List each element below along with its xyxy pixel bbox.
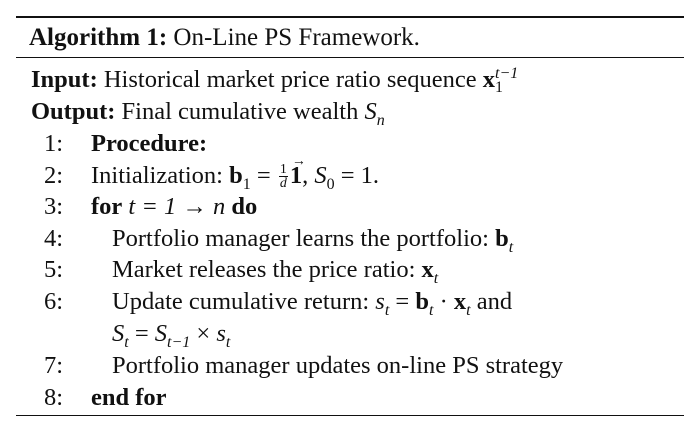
input-line: Input: Historical market price ratio seq…: [16, 64, 684, 96]
s-symbol: s: [375, 287, 385, 315]
and-text: and: [476, 287, 513, 315]
bottom-rule: [16, 415, 684, 416]
S-prev-symbol: S: [154, 320, 168, 347]
step-text: Portfolio manager learns the portfolio:: [112, 224, 489, 252]
line-content: for t = 1 → n do: [91, 191, 257, 223]
step-text: Update cumulative return:: [112, 287, 370, 315]
x-sub: t: [466, 301, 471, 319]
vector-arrow-icon: →: [291, 153, 306, 169]
s-sub: t: [384, 301, 390, 319]
top-rule: [16, 16, 684, 18]
fraction-denominator: d: [279, 176, 287, 192]
line-number: 4:: [43, 224, 63, 252]
line-number: 2:: [43, 161, 63, 189]
step-text: Portfolio manager updates on-line PS str…: [112, 352, 564, 379]
b-symbol: b: [495, 224, 509, 252]
step-text: Market releases the price ratio:: [112, 256, 416, 283]
line-content: St = St−1 × st: [112, 320, 231, 351]
line-content: Portfolio manager learns the portfolio: …: [112, 223, 513, 255]
line-6-continuation: St = St−1 × st: [16, 317, 684, 350]
input-text: Historical market price ratio sequence: [103, 66, 477, 93]
loop-range: t = 1 → n: [128, 193, 226, 220]
for-keyword: for: [91, 193, 123, 220]
init-tail: = 1.: [334, 161, 380, 189]
ones-vector: →1: [289, 154, 306, 192]
output-text: Final cumulative wealth: [121, 98, 359, 125]
comma: ,: [302, 161, 315, 189]
do-keyword: do: [231, 193, 258, 220]
s-symbol: s: [216, 320, 226, 347]
algorithm-title: Algorithm 1: On-Line PS Framework.: [16, 18, 684, 57]
line-number: 3:: [43, 193, 63, 220]
input-sub: 1: [495, 79, 504, 97]
S-symbol: S: [112, 320, 125, 347]
b-sub: t: [429, 301, 434, 319]
b-symbol: b: [415, 287, 429, 315]
output-line: Output: Final cumulative wealth Sn: [16, 96, 684, 128]
line-content: Portfolio manager updates on-line PS str…: [112, 350, 563, 382]
line-content: end for: [91, 382, 167, 414]
output-sub: n: [376, 111, 385, 129]
line-content: Procedure:: [91, 128, 207, 160]
algorithm-box: Algorithm 1: On-Line PS Framework. Input…: [16, 16, 684, 416]
line-5: 5: Market releases the price ratio: xt: [16, 254, 684, 286]
line-number: 1:: [43, 130, 63, 157]
line-3: 3: for t = 1 → n do: [16, 191, 684, 223]
end-for-keyword: end for: [91, 383, 167, 411]
output-label: Output:: [31, 98, 116, 125]
algorithm-body: Input: Historical market price ratio seq…: [16, 58, 684, 415]
S-prev-sub: t−1: [167, 333, 191, 351]
b-symbol: b: [229, 161, 243, 189]
b-sub: 1: [242, 175, 251, 193]
input-symbol: x: [482, 66, 496, 93]
x-symbol: x: [421, 256, 434, 283]
line-number: 5:: [43, 256, 63, 283]
init-text: Initialization:: [91, 161, 223, 189]
line-8: 8: end for: [16, 382, 684, 416]
algorithm-label: Algorithm 1:: [29, 24, 168, 51]
line-4: 4: Portfolio manager learns the portfoli…: [16, 223, 684, 255]
line-7: 7: Portfolio manager updates on-line PS …: [16, 350, 684, 382]
input-label: Input:: [31, 66, 98, 93]
input-sup: t−1: [495, 65, 519, 83]
x-symbol: x: [453, 287, 467, 315]
algorithm-name: On-Line PS Framework.: [173, 24, 420, 51]
line-6: 6: Update cumulative return: st = bt · x…: [16, 286, 684, 318]
fraction-numerator: 1: [278, 162, 288, 178]
line-content: Market releases the price ratio: xt: [112, 254, 438, 286]
line-number: 6:: [43, 287, 63, 315]
title-rule: [16, 57, 684, 58]
ones-symbol: 1: [289, 161, 303, 189]
S-symbol: S: [314, 161, 327, 189]
eq-sign: =: [250, 161, 277, 189]
line-1: 1: Procedure:: [16, 128, 684, 160]
procedure-keyword: Procedure:: [91, 130, 208, 157]
line-number: 8:: [43, 383, 63, 411]
S-sub: t: [124, 333, 129, 351]
line-content: Update cumulative return: st = bt · xt a…: [112, 287, 513, 319]
b-sub: t: [508, 238, 514, 256]
output-symbol: S: [364, 98, 377, 125]
S-sub: 0: [326, 175, 335, 193]
line-number: 7:: [43, 352, 63, 379]
x-sub: t: [433, 269, 439, 287]
s-sub: t: [225, 333, 231, 351]
